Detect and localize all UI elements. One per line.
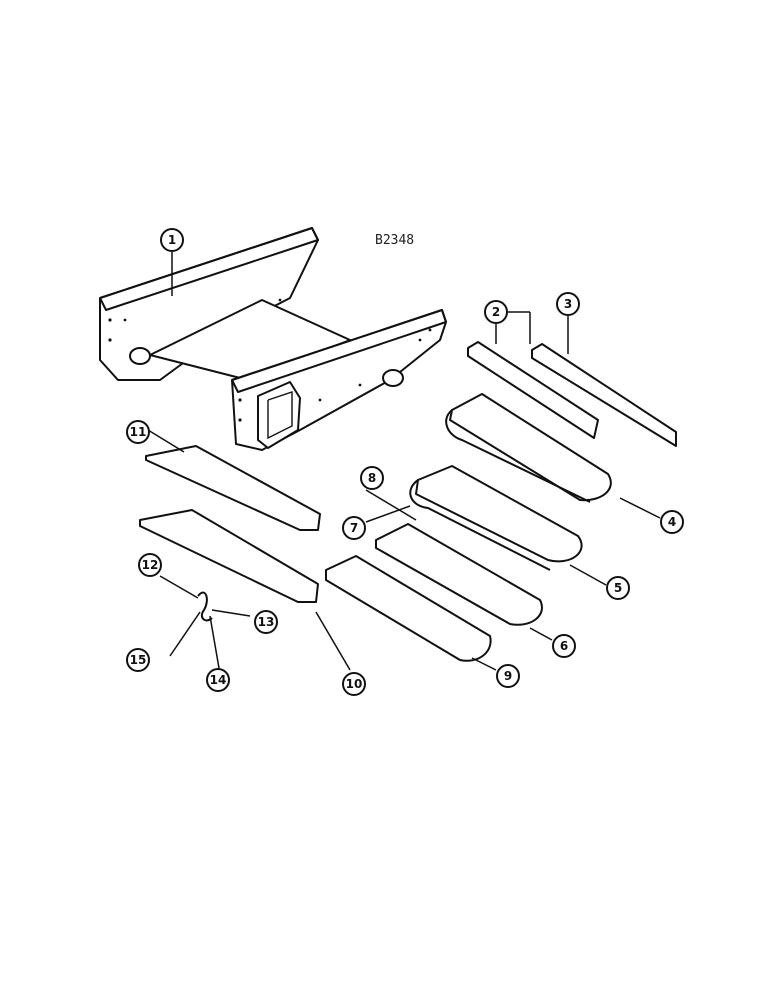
svg-text:4: 4 (668, 515, 676, 529)
callout-4: 4 (660, 510, 684, 534)
svg-text:5: 5 (614, 581, 622, 595)
svg-text:10: 10 (346, 677, 363, 691)
callout-7: 7 (342, 516, 366, 540)
callout-11: 11 (126, 420, 150, 444)
callout-14: 14 (206, 668, 230, 692)
svg-text:3: 3 (564, 297, 572, 311)
callout-13: 13 (254, 610, 278, 634)
callout-2: 2 (484, 300, 508, 324)
part-12-15-hardware (197, 591, 213, 622)
svg-text:12: 12 (142, 558, 159, 572)
svg-text:11: 11 (130, 425, 147, 439)
callout-6: 6 (552, 634, 576, 658)
callout-10: 10 (342, 672, 366, 696)
part-9-pan (325, 555, 492, 662)
svg-text:6: 6 (560, 639, 568, 653)
callout-15: 15 (126, 648, 150, 672)
part-10-11-rails (139, 445, 321, 603)
part-2-3-strips (467, 341, 677, 447)
part-6-screen (375, 523, 543, 626)
callout-5: 5 (606, 576, 630, 600)
svg-text:7: 7 (350, 521, 358, 535)
callout-1: 1 (160, 228, 184, 252)
svg-text:9: 9 (504, 669, 512, 683)
callout-12: 12 (138, 553, 162, 577)
svg-text:15: 15 (130, 653, 147, 667)
figure-code: B2348 (375, 233, 414, 248)
svg-text:13: 13 (258, 615, 275, 629)
callout-8: 8 (360, 466, 384, 490)
part-1-housing (99, 227, 447, 451)
callout-3: 3 (556, 292, 580, 316)
part-5-concave (409, 465, 583, 571)
callout-9: 9 (496, 664, 520, 688)
svg-text:14: 14 (210, 673, 227, 687)
part-4-trough (445, 393, 612, 503)
svg-text:2: 2 (492, 305, 500, 319)
svg-text:8: 8 (368, 471, 376, 485)
svg-text:1: 1 (168, 233, 176, 247)
leader-lines (147, 252, 661, 675)
